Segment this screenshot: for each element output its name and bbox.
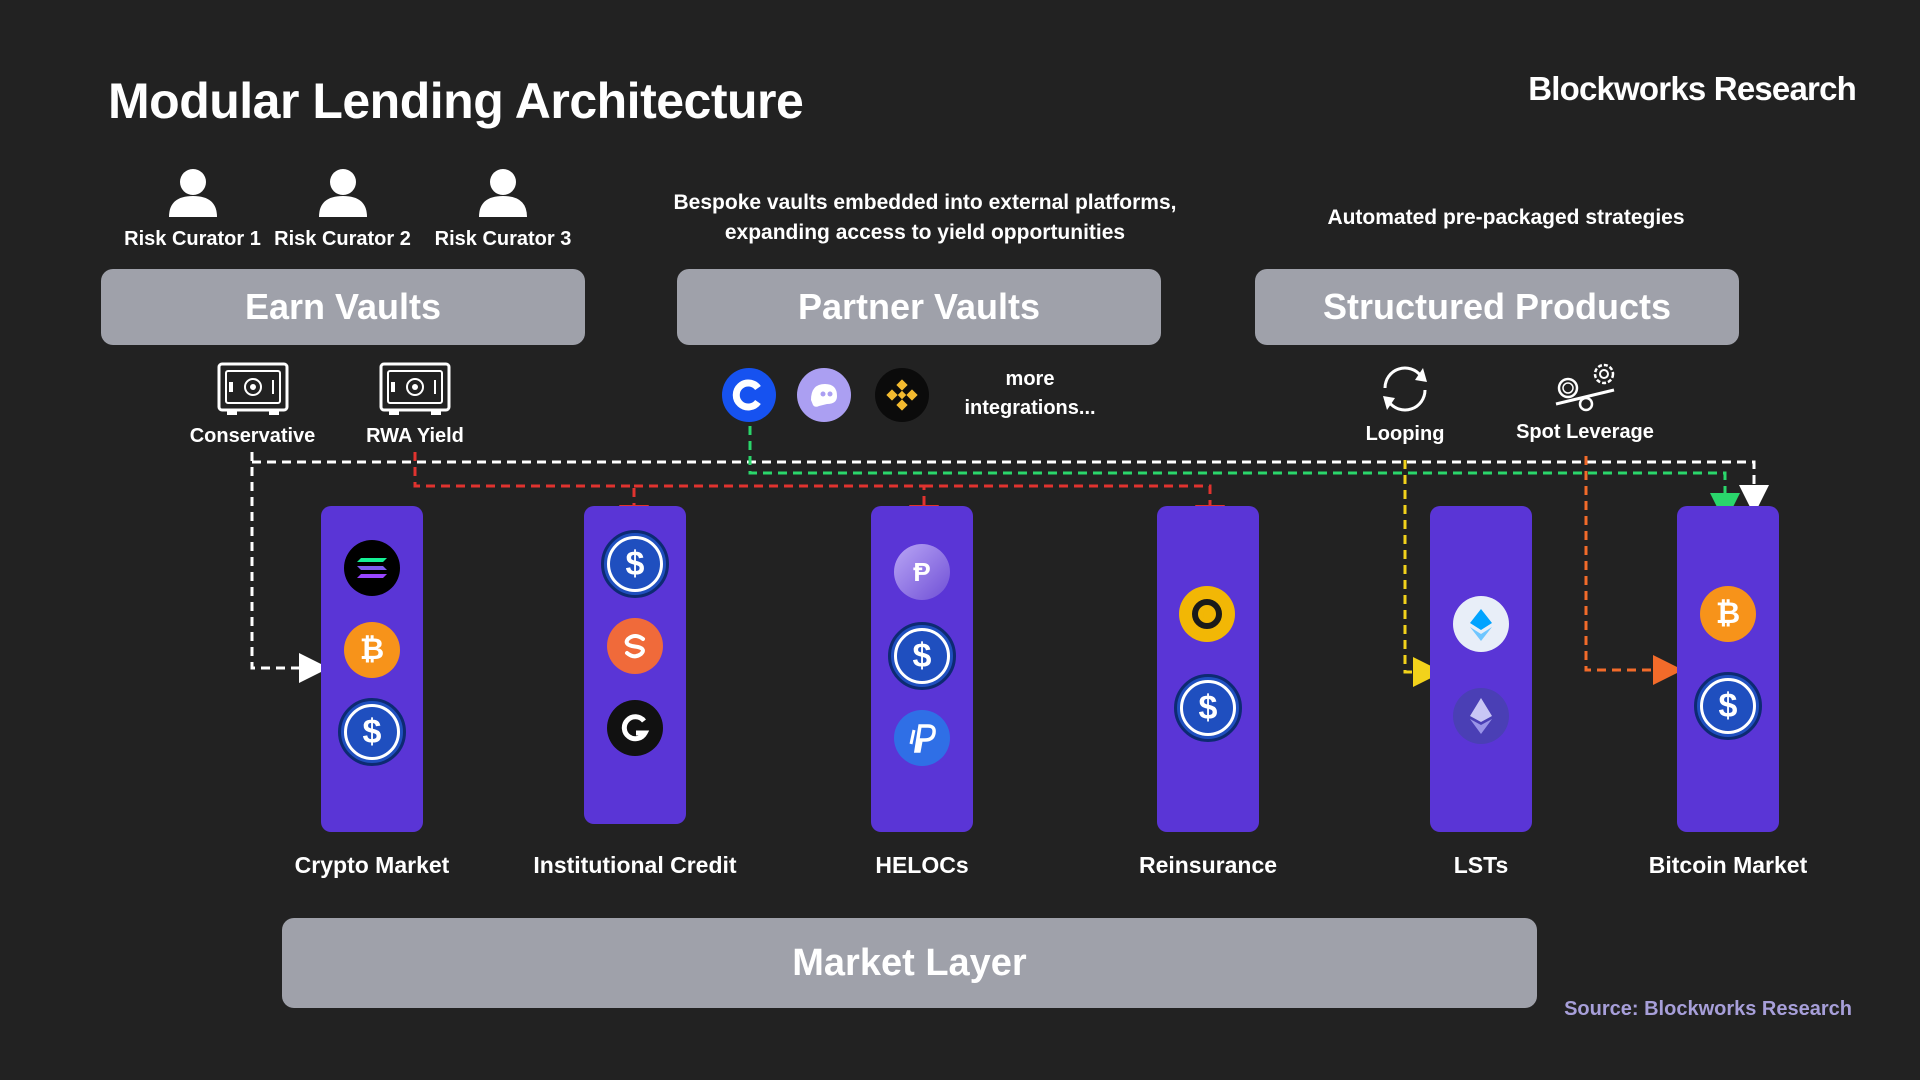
vault-conservative: Conservative — [180, 362, 325, 448]
user-icon — [479, 169, 527, 217]
risk-curator-3: Risk Curator 3 — [428, 165, 578, 251]
structured-products-description: Automated pre-packaged strategies — [1327, 206, 1685, 229]
market-layer-bar: Market Layer — [282, 918, 1537, 1008]
ethereum-icon — [1453, 688, 1509, 744]
phantom-icon — [797, 368, 851, 422]
usdc-icon: $ — [1174, 674, 1242, 742]
partner-vaults-bar: Partner Vaults — [677, 269, 1161, 345]
bitcoin-market-column: ₿ $ — [1677, 506, 1779, 832]
lsts-label: LSTs — [1453, 852, 1509, 878]
arrow-partner-bitcoin — [748, 426, 1740, 523]
lido-steth-icon — [1453, 596, 1509, 652]
user-icon — [168, 169, 217, 217]
arrow-looping-lsts — [1403, 460, 1443, 687]
source-note: Source: Blockworks Research — [1564, 998, 1852, 1020]
usdc-dollar-sign: $ — [1180, 680, 1236, 736]
brand-logo-text: Blockworks Research — [1528, 70, 1857, 107]
helocs-label: HELOCs — [875, 852, 969, 878]
vault-label: RWA Yield — [366, 425, 464, 447]
vault-label: Conservative — [189, 425, 316, 447]
swirl-token-icon — [607, 618, 663, 674]
strategy-looping: Looping — [1355, 362, 1455, 446]
coin-gear-lever-icon — [1555, 363, 1615, 412]
risk-curator-1: Risk Curator 1 — [120, 165, 265, 251]
vault-rwa-yield: RWA Yield — [345, 362, 485, 448]
risk-curator-2: Risk Curator 2 — [270, 165, 415, 251]
earn-vaults-bar: Earn Vaults — [101, 269, 585, 345]
strategy-label: Spot Leverage — [1516, 421, 1654, 443]
arrow-conservative-bitcoin — [252, 460, 1769, 515]
usdc-icon: $ — [601, 530, 669, 598]
structured-products-bar: Structured Products — [1255, 269, 1739, 345]
reinsurance-label: Reinsurance — [1138, 852, 1278, 878]
bitcoin-market-label: Bitcoin Market — [1648, 852, 1808, 878]
more-integrations-label: more integrations... — [964, 368, 1096, 419]
arrow-rwa-institutional — [413, 452, 649, 535]
user-icon — [318, 169, 367, 217]
arrow-conservative-crypto — [250, 452, 329, 683]
safe-icon — [217, 362, 288, 415]
bitcoin-icon: ₿ — [344, 622, 400, 678]
safe-icon — [379, 362, 451, 415]
usdc-dollar-sign: $ — [344, 704, 400, 760]
crypto-market-column: ₿ $ — [321, 506, 423, 832]
solana-icon — [344, 540, 400, 596]
usdc-icon: $ — [338, 698, 406, 766]
crypto-market-label: Crypto Market — [294, 852, 450, 878]
p-token-icon: Ᵽ — [894, 544, 950, 600]
reinsurance-column: $ — [1157, 506, 1259, 832]
usdc-icon: $ — [888, 622, 956, 690]
risk-curator-label: Risk Curator 3 — [434, 228, 572, 250]
risk-curator-label: Risk Curator 1 — [124, 228, 261, 250]
coinbase-icon — [722, 368, 776, 422]
institutional-credit-label: Institutional Credit — [533, 852, 737, 878]
g-token-icon — [607, 700, 663, 756]
usdc-dollar-sign: $ — [894, 628, 950, 684]
bitcoin-icon: ₿ — [1700, 586, 1756, 642]
refresh-cycle-icon — [1383, 366, 1427, 412]
institutional-credit-column: $ — [584, 506, 686, 824]
paypal-usd-icon — [894, 710, 950, 766]
ring-token-icon — [1179, 586, 1235, 642]
binance-icon — [875, 368, 929, 422]
helocs-column: Ᵽ $ — [871, 506, 973, 832]
page-title: Modular Lending Architecture — [108, 73, 804, 129]
risk-curator-label: Risk Curator 2 — [274, 228, 411, 250]
usdc-dollar-sign: $ — [1700, 678, 1756, 734]
arrow-spot-leverage-bitcoin — [1584, 456, 1683, 685]
strategy-spot-leverage: Spot Leverage — [1505, 360, 1665, 444]
strategy-label: Looping — [1365, 423, 1445, 445]
usdc-icon: $ — [1694, 672, 1762, 740]
partner-vaults-description: Bespoke vaults embedded into external pl… — [673, 191, 1177, 244]
lsts-column — [1430, 506, 1532, 832]
usdc-dollar-sign: $ — [607, 536, 663, 592]
